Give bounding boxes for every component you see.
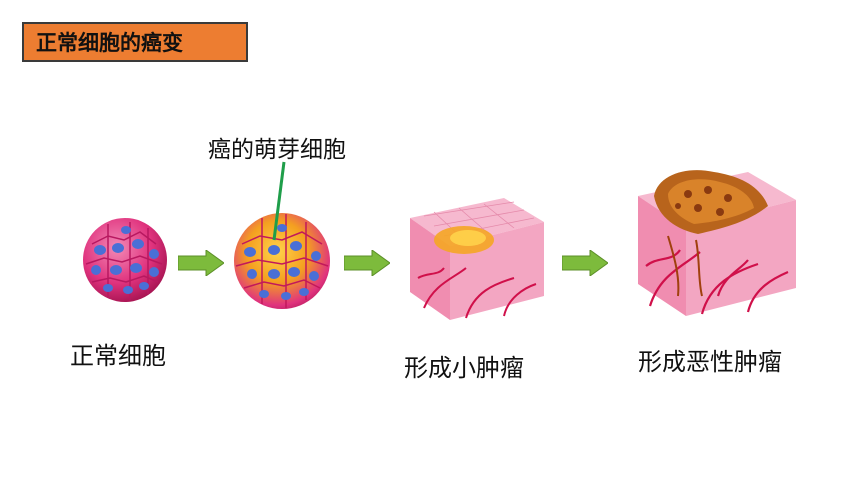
stage-label-small-tumor: 形成小肿瘤 <box>404 354 524 382</box>
malignant-tumor-image <box>628 156 802 322</box>
budding-cell-image <box>230 208 334 314</box>
arrow-icon-2 <box>344 250 390 276</box>
arrow-icon-1 <box>178 250 224 276</box>
stage-label-malignant-tumor: 形成恶性肿瘤 <box>638 348 782 376</box>
normal-cell-icon <box>83 218 167 302</box>
slide-title-text: 正常细胞的癌变 <box>36 31 183 55</box>
malignant-tumor-tissue-icon <box>638 170 796 316</box>
budding-cell-callout-label: 癌的萌芽细胞 <box>208 137 346 163</box>
small-tumor-image <box>404 188 548 326</box>
arrow-icon-3 <box>562 250 608 276</box>
stage-label-normal-cell: 正常细胞 <box>70 342 166 370</box>
normal-cell-image <box>78 214 172 306</box>
budding-cancer-cell-icon <box>234 213 330 309</box>
slide-title: 正常细胞的癌变 <box>22 22 248 62</box>
small-tumor-tissue-icon <box>410 198 544 320</box>
